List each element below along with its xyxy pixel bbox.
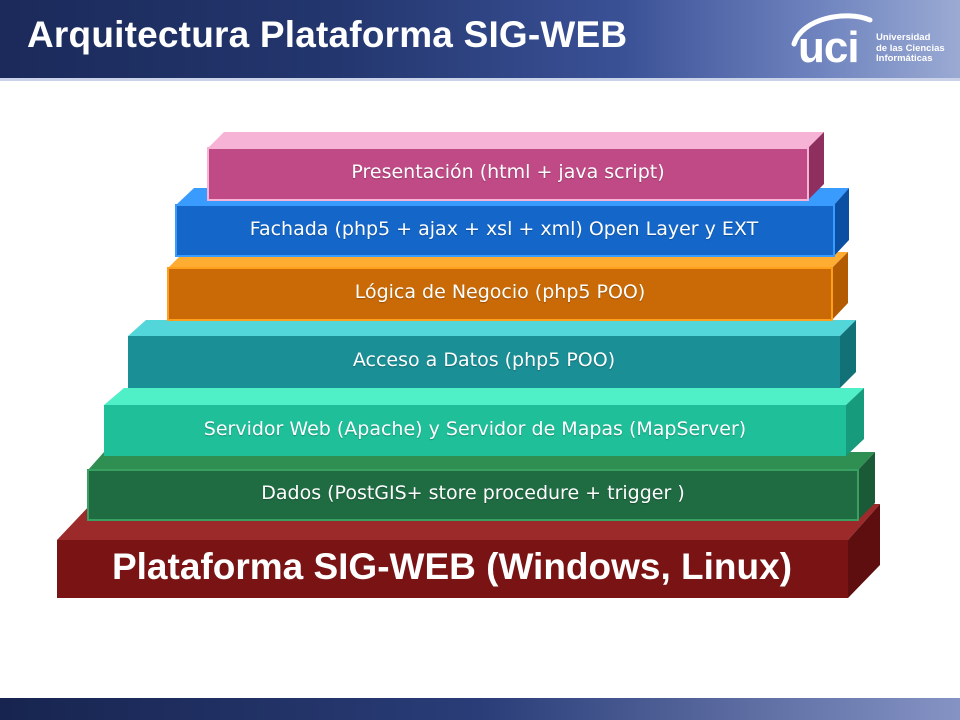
logo-wordmark: uci: [798, 23, 860, 72]
logo-arc-icon: [791, 13, 873, 47]
logo-line-2: de las Ciencias: [876, 42, 945, 54]
layer-fachada-front-face: [175, 204, 835, 257]
layer-acceso-datos-top-face: [128, 320, 856, 336]
platform-front-face: [57, 540, 848, 598]
layer-dados-top-face: [88, 452, 875, 470]
layer-label-dados: Dados (PostGIS+ store procedure + trigge…: [261, 482, 685, 504]
logo-line-3: Informáticas: [876, 53, 933, 64]
layer-fachada-side-face: [834, 188, 849, 256]
layer-presentacion: [207, 132, 824, 201]
layer-label-logica-negocio: Lógica de Negocio (php5 POO): [354, 281, 646, 303]
header-divider: [0, 78, 960, 81]
layer-logica-negocio-front-face: [167, 267, 833, 321]
layer-label-presentacion: Presentación (html + java script): [351, 161, 665, 183]
layer-label-fachada: Fachada (php5 + ajax + xsl + xml) Open L…: [249, 218, 759, 240]
layer-presentacion-side-face: [808, 132, 824, 200]
logo-line-1: Universidad: [876, 32, 931, 43]
layer-acceso-datos-side-face: [840, 320, 856, 388]
layer-servidor-web-side-face: [846, 388, 864, 456]
uci-logo: uci Universidad de las Ciencias Informát…: [788, 10, 960, 70]
architecture-stack-diagram: [57, 132, 880, 598]
layer-dados-side-face: [858, 452, 875, 520]
layer-acceso-datos: [128, 320, 856, 388]
platform-side-face: [848, 504, 880, 598]
layer-acceso-datos-front-face: [128, 336, 840, 388]
layer-servidor-web: [104, 388, 864, 456]
platform-label: Plataforma SIG-WEB (Windows, Linux): [111, 546, 793, 587]
layer-presentacion-front-face: [207, 147, 809, 201]
slide-header: Arquitectura Plataforma SIG-WEB uci Univ…: [0, 0, 960, 78]
layer-label-servidor-web: Servidor Web (Apache) y Servidor de Mapa…: [203, 418, 747, 440]
layer-dados: [87, 452, 875, 521]
logo-caption: Universidad de las Ciencias Informáticas: [876, 32, 945, 65]
slide-title: Arquitectura Plataforma SIG-WEB: [27, 14, 628, 55]
layer-servidor-web-top-face: [104, 388, 864, 405]
layer-dados-front-face: [87, 469, 859, 521]
layer-label-acceso-datos: Acceso a Datos (php5 POO): [352, 349, 616, 371]
layer-logica-negocio-side-face: [832, 252, 848, 320]
layer-servidor-web-front-face: [104, 405, 846, 456]
slide-footer-bar: [0, 698, 960, 720]
layer-presentacion-top-face: [208, 132, 824, 148]
